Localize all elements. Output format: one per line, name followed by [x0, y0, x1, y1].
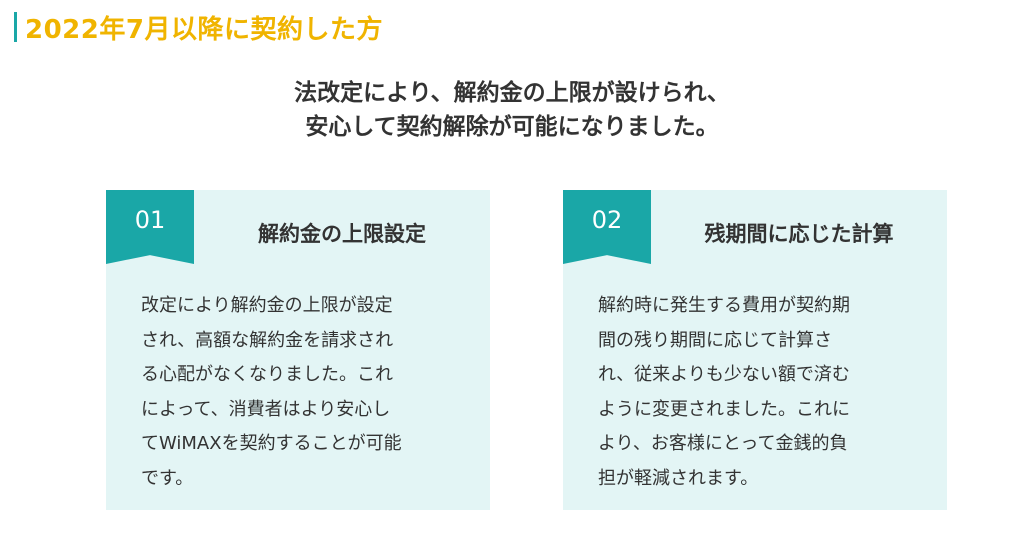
- card-body-line: てWiMAXを契約することが可能: [141, 433, 402, 454]
- card-body-line: より、お客様にとって金銭的負: [598, 433, 848, 454]
- card-body-line: れ、従来よりも少ない額で済む: [598, 364, 850, 385]
- card-title: 残期間に応じた計算: [704, 222, 894, 246]
- card-body-line: によって、消費者はより安心し: [141, 398, 391, 420]
- card-body-line: 解約時に発生する費用が契約期: [598, 295, 850, 316]
- card-body-line: 間の残り期間に応じて計算さ: [598, 329, 832, 351]
- card-number: 02: [591, 206, 623, 234]
- section-heading: 2022年7月以降に契約した方: [14, 10, 383, 45]
- card-body-line: です。: [141, 467, 194, 489]
- card-body-line: 担が軽減されます。: [598, 467, 759, 489]
- card-body-line: され、高額な解約金を請求され: [141, 329, 394, 351]
- feature-card-2: 02 残期間に応じた計算 解約時に発生する費用が契約期 間の残り期間に応じて計算…: [563, 190, 947, 510]
- card-body: 解約時に発生する費用が契約期 間の残り期間に応じて計算さ れ、従来よりも少ない額…: [598, 289, 918, 496]
- headline-line-1: 法改定により、解約金の上限が設けられ、: [294, 80, 730, 106]
- feature-card-1: 01 解約金の上限設定 改定により解約金の上限が設定 され、高額な解約金を請求さ…: [106, 190, 490, 510]
- card-body-line: る心配がなくなりました。これ: [141, 364, 393, 385]
- card-body-line: 改定により解約金の上限が設定: [141, 295, 393, 316]
- headline-line-2: 安心して契約解除が可能になりました。: [305, 114, 719, 140]
- card-title: 解約金の上限設定: [258, 222, 426, 246]
- headline: 法改定により、解約金の上限が設けられ、 安心して契約解除が可能になりました。: [0, 76, 1024, 144]
- section-title: 2022年7月以降に契約した方: [25, 14, 383, 45]
- card-body: 改定により解約金の上限が設定 され、高額な解約金を請求され る心配がなくなりまし…: [141, 289, 461, 496]
- number-ribbon: [106, 190, 194, 264]
- heading-accent-bar: [14, 12, 17, 42]
- number-ribbon: [563, 190, 651, 264]
- card-body-line: ように変更されました。これに: [598, 398, 850, 420]
- card-number: 01: [134, 206, 166, 234]
